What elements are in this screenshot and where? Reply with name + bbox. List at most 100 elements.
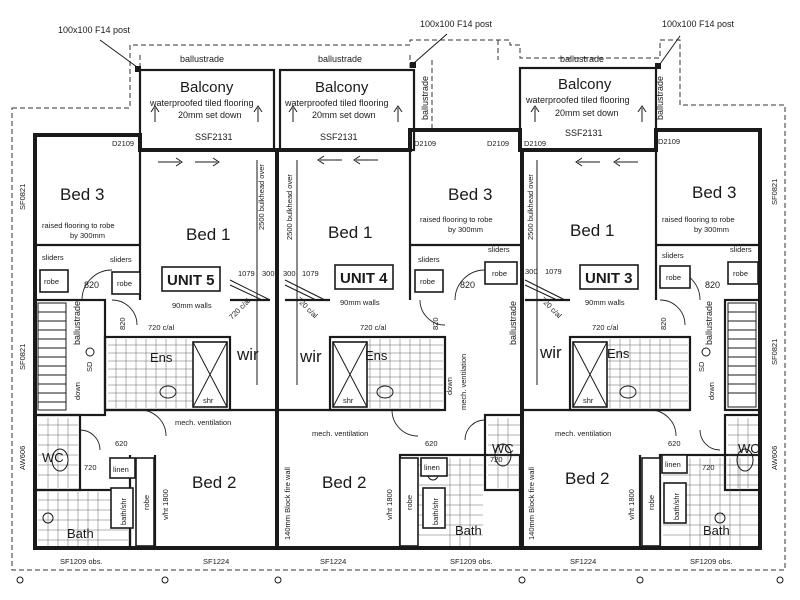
note-walls-c: 90mm walls <box>585 298 625 307</box>
dim-300-a: 300 <box>262 269 275 278</box>
balustrade-label-left: ballustrade <box>180 54 224 64</box>
note-by300-u5: by 300mm <box>70 231 105 240</box>
balustrade-label-mid: ballustrade <box>318 54 362 64</box>
label-robe-v2: robe <box>405 495 414 510</box>
dim-1079-a: 1079 <box>238 269 255 278</box>
room-bed2-u4: Bed 2 <box>322 473 366 492</box>
dim-720-s-c: 720 <box>702 463 715 472</box>
balcony-arrows <box>150 105 647 167</box>
unit-label-3: UNIT 3 <box>585 270 633 287</box>
structural-walls <box>33 66 762 550</box>
balcony-floor-u3: waterproofed tiled flooring <box>525 95 630 105</box>
balcony-title-u4: Balcony <box>315 79 369 96</box>
note-bulkhead-u5: 2500 bulkhead over <box>257 164 266 230</box>
window-code-sf0821-l1: SF0821 <box>18 184 27 210</box>
window-code-sf1224-r: SF1224 <box>570 557 596 566</box>
dim-820-d: 820 <box>118 317 127 330</box>
label-robe-6: robe <box>733 269 748 278</box>
balcony-door-u4: SSF2131 <box>320 132 358 142</box>
post-label-mid: 100x100 F14 post <box>420 19 493 29</box>
dim-820-f: 820 <box>659 317 668 330</box>
label-sliders-3: sliders <box>418 255 440 264</box>
room-bed3-u5: Bed 3 <box>60 185 104 204</box>
label-shr-u3: shr <box>583 396 594 405</box>
note-by300-u3: by 300mm <box>694 225 729 234</box>
stair-down-r: down <box>707 382 716 400</box>
label-sliders-4: sliders <box>488 245 510 254</box>
dim-720-cal-b: 720 c/al <box>360 323 387 332</box>
dim-720-diag-b: 720 c/al <box>295 295 320 320</box>
label-robe-1: robe <box>44 277 59 286</box>
balustrade-label-v1: ballustrade <box>420 76 430 120</box>
balcony-title-u3: Balcony <box>558 76 612 93</box>
bath-linen-boxes <box>109 454 688 547</box>
unit4-box <box>334 264 394 290</box>
room-bath-u4: Bath <box>455 523 482 538</box>
balustrade-label-stair-l: ballustrade <box>72 301 82 345</box>
balcony-setdown-u3: 20mm set down <box>555 108 619 118</box>
window-code-sf1224-m: SF1224 <box>320 557 346 566</box>
door-code-1: D2109 <box>112 139 134 148</box>
label-linen-u5: linen <box>113 465 129 474</box>
note-fire-wall-u4: 140mm Block fire wall <box>283 467 292 540</box>
unit3-box <box>579 264 639 290</box>
balcony-door-u3: SSF2131 <box>565 128 603 138</box>
window-code-sf0821-r1: SF0821 <box>770 179 779 205</box>
note-vent-u4: mech. ventilation <box>312 429 368 438</box>
stair-treads <box>37 302 757 411</box>
dim-1079-b: 1079 <box>302 269 319 278</box>
dim-820-c: 820 <box>705 280 720 290</box>
room-wir-u4: wir <box>299 347 322 366</box>
balustrade-label-right: ballustrade <box>560 54 604 64</box>
stair-sd-l: SD <box>85 361 94 372</box>
window-code-sf1209-l: SF1209 obs. <box>60 557 103 566</box>
sanitary-fixtures <box>42 347 754 524</box>
post-label-left: 100x100 F14 post <box>58 25 131 35</box>
label-linen-u4: linen <box>424 463 440 472</box>
stair-sd-r: SD <box>697 361 706 372</box>
label-shr-u4: shr <box>343 396 354 405</box>
note-walls-a: 90mm walls <box>172 301 212 310</box>
balcony-floor-u4: waterproofed tiled flooring <box>284 98 389 108</box>
label-bathshr-u4: bath/shr <box>431 497 440 525</box>
window-code-sf1209-m: SF1209 obs. <box>450 557 493 566</box>
corner-markers <box>16 576 784 584</box>
room-bath-u5: Bath <box>67 526 94 541</box>
balcony-setdown-u4: 20mm set down <box>312 110 376 120</box>
wardrobe-hatching <box>229 160 566 385</box>
stair-down-l: down <box>73 382 82 400</box>
dim-720-cal-c: 720 c/al <box>592 323 619 332</box>
label-robe-2: robe <box>117 279 132 288</box>
dim-620-b: 620 <box>425 439 438 448</box>
label-sliders-2: sliders <box>110 255 132 264</box>
balustrade-label-v2: ballustrade <box>655 76 665 120</box>
note-fire-wall-u3: 140mm Block fire wall <box>527 467 536 540</box>
site-boundary <box>11 39 786 571</box>
post-markers <box>99 33 681 72</box>
room-bath-u3: Bath <box>703 523 730 538</box>
door-code-3: D2109 <box>487 139 509 148</box>
note-robe-h-u5: v/ht 1800 <box>161 489 170 520</box>
stair-down-m: down <box>445 377 454 395</box>
room-bed1-u4: Bed 1 <box>328 223 372 242</box>
dim-1079-c: 1079 <box>545 267 562 276</box>
note-walls-b: 90mm walls <box>340 298 380 307</box>
room-wc-u4: WC <box>492 441 514 456</box>
note-bulkhead-u3: 2500 bulkhead over <box>526 174 535 240</box>
dim-720-diag-c: 720 c/al <box>539 295 564 320</box>
balcony-title-u5: Balcony <box>180 79 234 96</box>
room-bed1-u5: Bed 1 <box>186 225 230 244</box>
room-bed3-u4: Bed 3 <box>448 185 492 204</box>
dim-300-b: 300 <box>283 269 296 278</box>
room-ens-u4: Ens <box>365 348 388 363</box>
room-ens-u5: Ens <box>150 350 173 365</box>
note-raised-u3: raised flooring to robe <box>662 215 735 224</box>
note-vent-mid: mech. ventilation <box>459 354 468 410</box>
note-raised-u5: raised flooring to robe <box>42 221 115 230</box>
unit-label-5: UNIT 5 <box>167 272 215 289</box>
label-robe-v3: robe <box>647 495 656 510</box>
room-ens-u3: Ens <box>607 346 630 361</box>
note-vent-u3: mech. ventilation <box>555 429 611 438</box>
window-code-sf0821-r2: SF0821 <box>770 339 779 365</box>
